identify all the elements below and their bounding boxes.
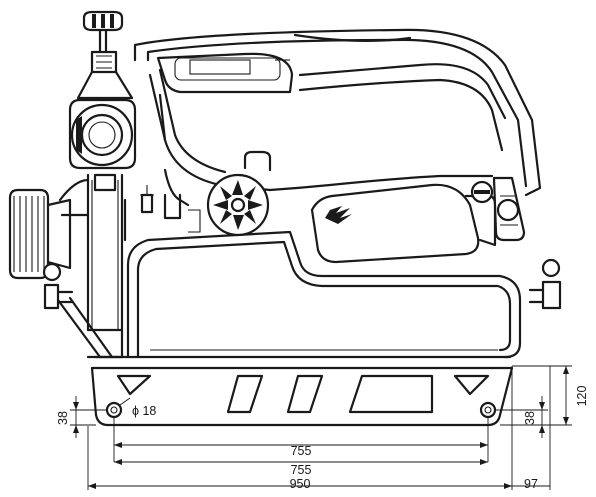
base-frame [90,355,514,427]
dim-label-hole-height: 120 [575,386,589,407]
base-cutout-large [348,374,434,414]
mount-hole-right [479,401,497,419]
dimension-lines [70,365,572,490]
suction-inlet [8,178,90,280]
fuel-cap [206,150,272,237]
dim-label-hole-offset-left: 38 [56,411,70,425]
dim-label-hole-spacing-2: 755 [291,463,312,477]
engine-housing [133,28,542,207]
base-cutout-slot-2 [286,374,324,414]
engine-details [123,185,201,242]
dim-label-hole-offset-right: 38 [523,411,537,425]
dim-label-right-offset: 97 [524,477,538,491]
handle-left [42,262,74,310]
dim-label-overall-width: 950 [290,477,311,491]
side-panel [310,176,526,264]
base-cutout-left [116,374,152,396]
dim-label-hole-spacing-1: 755 [291,444,312,458]
pump-outlet [68,98,137,170]
base-cutout-right [453,374,490,396]
suction-coupling [8,188,50,280]
pump-column [76,10,134,359]
dim-label-hole-diameter: ϕ 18 [132,404,156,418]
mount-hole-left [105,401,123,419]
base-cutout-slot-1 [226,374,264,414]
brand-logo-icon [325,206,352,224]
handle-right [528,258,562,310]
roll-cage [56,230,522,359]
